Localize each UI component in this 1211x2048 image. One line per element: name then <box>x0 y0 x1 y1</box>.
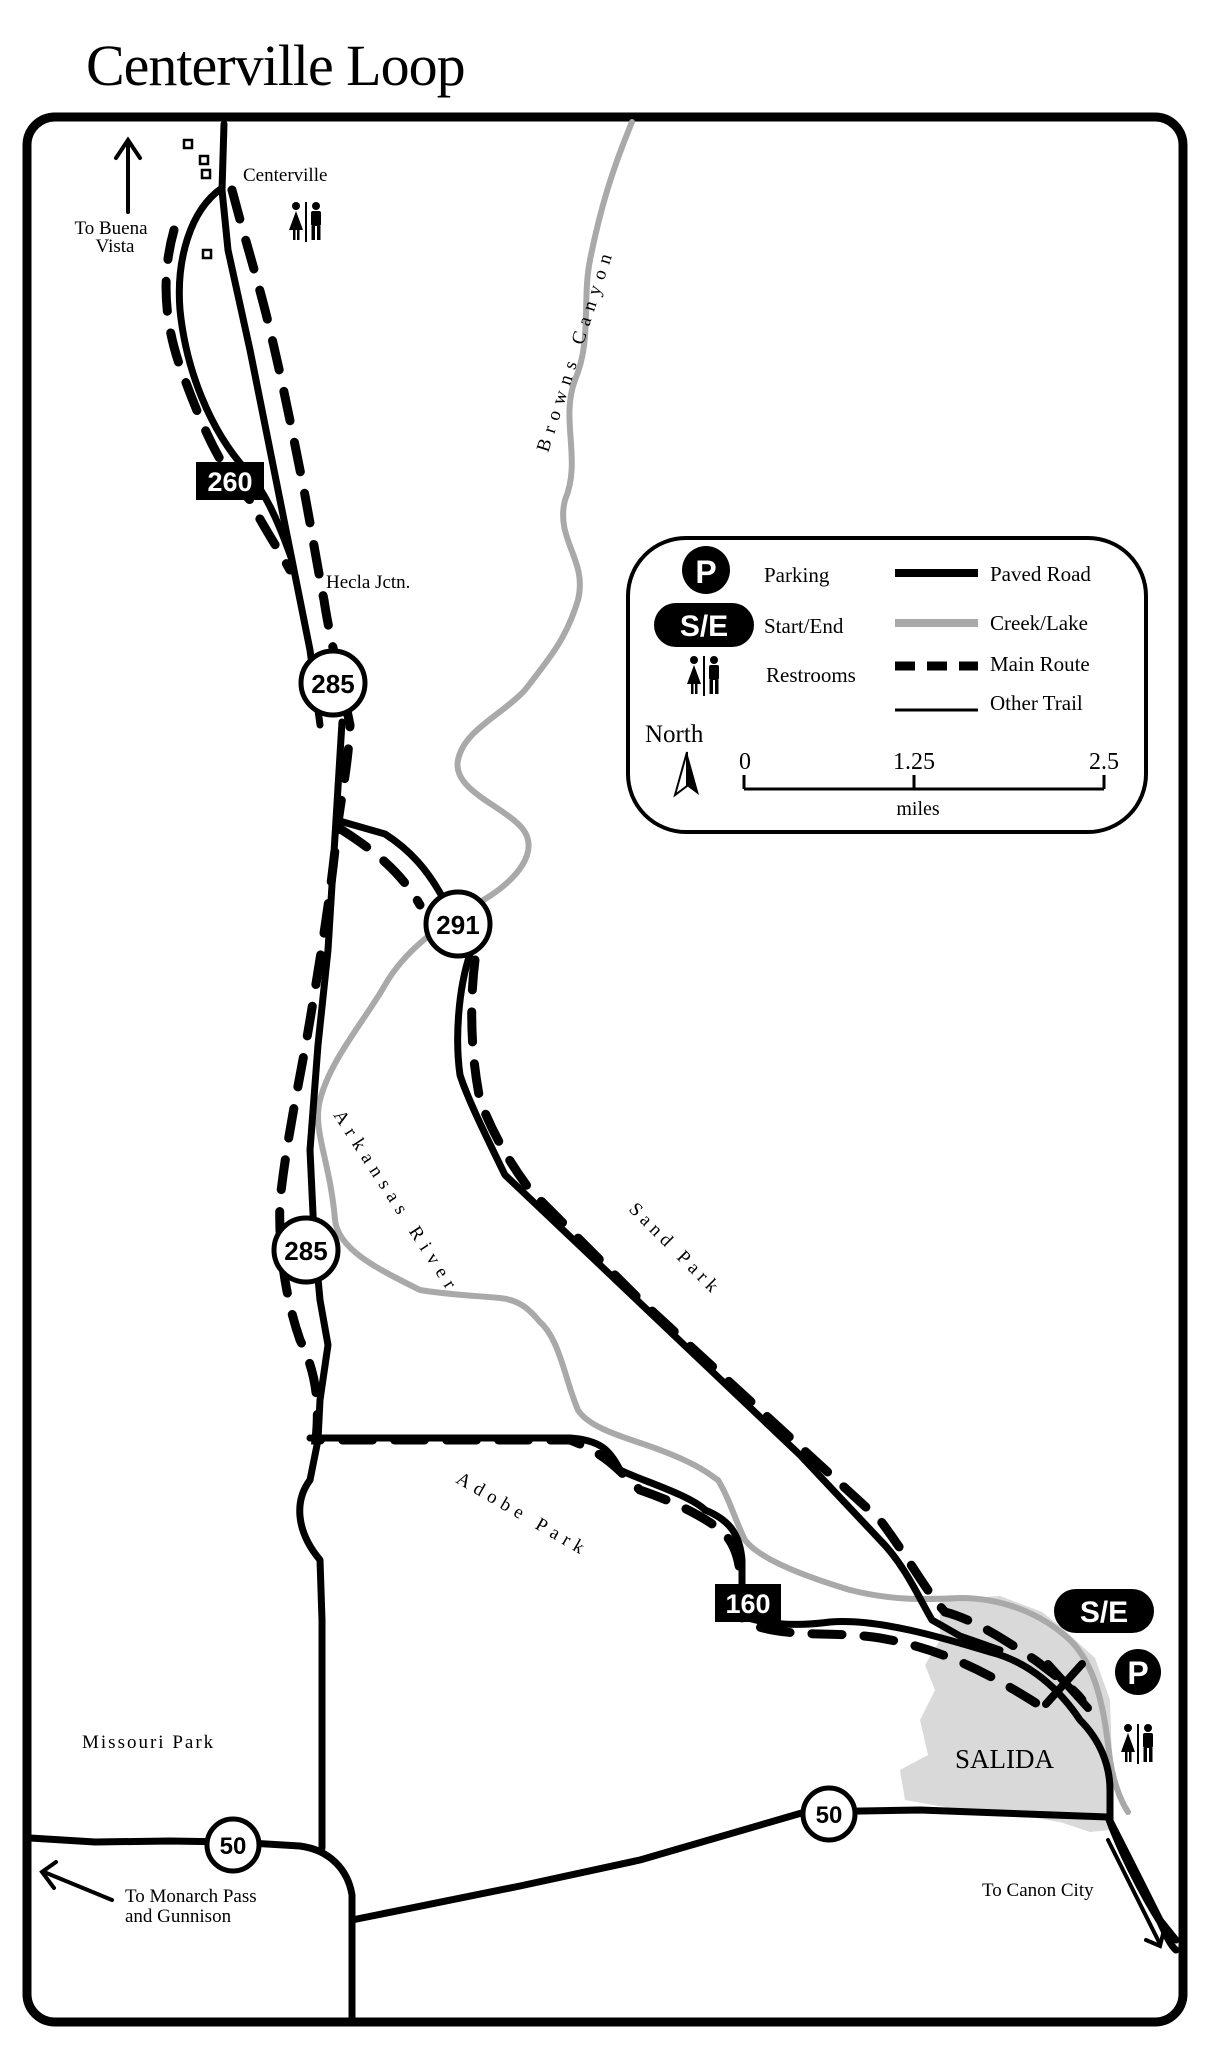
scale-unit-label: miles <box>896 798 940 820</box>
arkansas-river-label: Arkansas River <box>329 1106 464 1298</box>
centerville-label: Centerville <box>243 165 327 186</box>
buena-vista-label-line2: Vista <box>96 236 136 257</box>
legend-other-trail-label: Other Trail <box>990 691 1083 715</box>
salida-label: SALIDA <box>955 1744 1054 1774</box>
scale-label-0: 0 <box>739 749 751 775</box>
svg-text:260: 260 <box>207 467 252 497</box>
svg-text:S/E: S/E <box>680 610 728 643</box>
missouri-park-label: Missouri Park <box>82 1732 215 1753</box>
svg-text:50: 50 <box>816 1802 843 1829</box>
scale-label-max: 2.5 <box>1089 749 1119 775</box>
start-end-marker: S/E <box>1054 1589 1154 1633</box>
hecla-label: Hecla Jctn. <box>326 572 410 593</box>
centerville-restroom-icon <box>289 202 321 242</box>
legend-main-route-label: Main Route <box>990 652 1090 676</box>
shield-160: 160 <box>715 1584 781 1622</box>
shield-291: 291 <box>423 889 493 959</box>
monarch-label-line1: To Monarch Pass <box>125 1886 257 1907</box>
legend-parking-label: Parking <box>764 563 830 587</box>
svg-text:291: 291 <box>436 910 479 940</box>
svg-text:285: 285 <box>284 1236 327 1266</box>
legend-north-label: North <box>645 721 704 748</box>
svg-text:160: 160 <box>725 1589 770 1619</box>
legend: P Parking S/E Start/End Restrooms Paved … <box>626 536 1148 834</box>
canon-city-label: To Canon City <box>982 1880 1094 1901</box>
canon-city-arrow-icon <box>1106 1838 1166 1949</box>
shield-50-west: 50 <box>204 1816 262 1874</box>
svg-text:285: 285 <box>311 669 354 699</box>
sand-park-label: Sand Park <box>624 1199 726 1301</box>
shield-50-east: 50 <box>800 1785 858 1843</box>
start-end-crossing-mark <box>1042 1660 1092 1712</box>
buena-vista-arrow-icon <box>114 136 142 214</box>
monarch-arrow-icon <box>39 1860 114 1902</box>
legend-start-end-symbol <box>654 603 754 647</box>
shield-285-north: 285 <box>298 648 368 718</box>
shield-260: 260 <box>196 462 264 500</box>
shield-285-south: 285 <box>271 1215 341 1285</box>
buena-vista-label-line1: To Buena <box>74 218 148 239</box>
svg-text:S/E: S/E <box>1080 1596 1128 1629</box>
legend-creek-lake-label: Creek/Lake <box>990 611 1088 635</box>
parking-marker: P <box>1115 1649 1161 1695</box>
monarch-label-line2: and Gunnison <box>125 1906 232 1927</box>
svg-text:50: 50 <box>220 1833 247 1860</box>
browns-canyon-label: Browns Canyon <box>533 245 619 455</box>
centerville-buildings <box>182 138 213 260</box>
salida-town-area <box>900 1596 1112 1832</box>
scale-bar <box>742 775 1106 791</box>
svg-text:P: P <box>1127 1655 1148 1691</box>
map-title: Centerville Loop <box>86 33 465 98</box>
svg-text:P: P <box>695 554 716 590</box>
scale-label-mid: 1.25 <box>893 749 935 775</box>
legend-paved-road-label: Paved Road <box>990 562 1091 586</box>
legend-restrooms-label: Restrooms <box>766 663 856 687</box>
legend-start-end-label: Start/End <box>764 614 844 638</box>
browns-canyon-creek <box>314 119 1131 1815</box>
adobe-park-label: Adobe Park <box>453 1468 594 1561</box>
legend-parking-symbol <box>682 546 730 594</box>
map-frame <box>22 112 1188 2027</box>
salida-restroom-icon <box>1121 1724 1153 1764</box>
